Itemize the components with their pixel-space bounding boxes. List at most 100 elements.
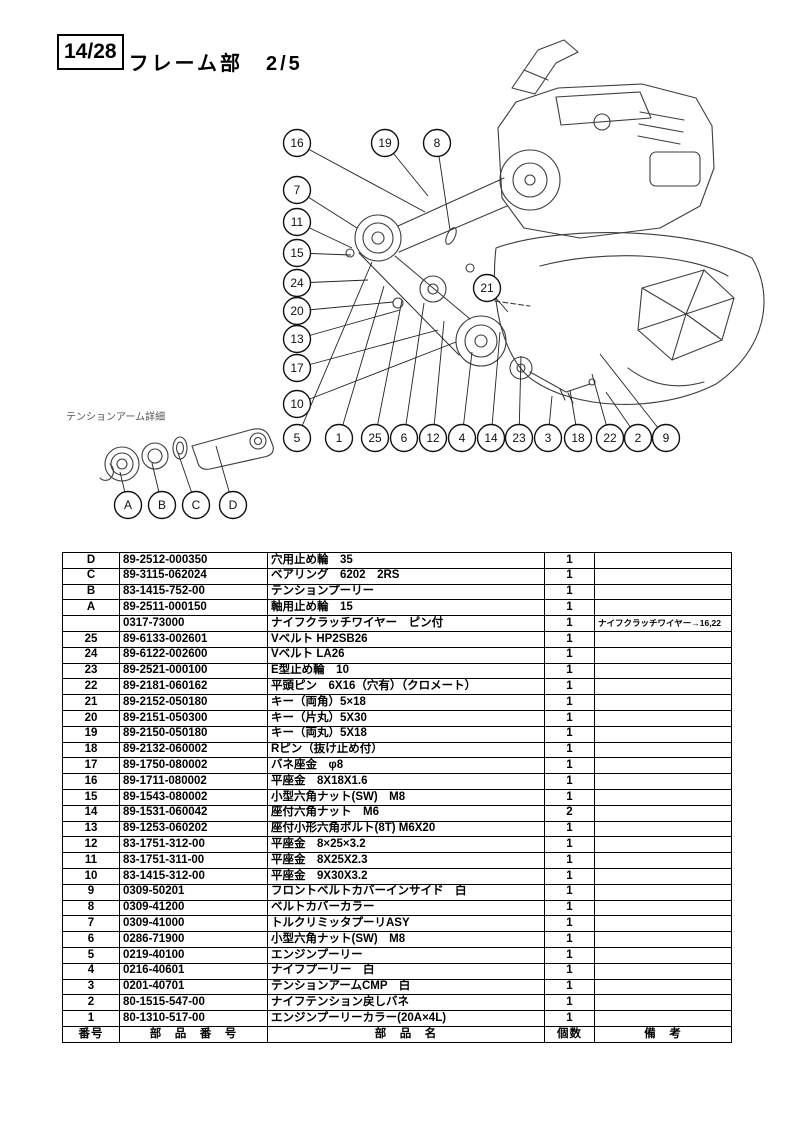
cell-no: 6 bbox=[62, 931, 120, 948]
callout-balloon-8 bbox=[422, 128, 452, 158]
callout-label: 10 bbox=[290, 397, 304, 411]
cell-name: ベルトカバーカラー bbox=[267, 899, 545, 917]
leader-line bbox=[599, 353, 667, 439]
callout-label: 3 bbox=[545, 431, 552, 445]
cell-remarks bbox=[594, 757, 732, 775]
cell-name: ナイフテンション戻しバネ bbox=[267, 994, 545, 1012]
callout-label: C bbox=[192, 498, 201, 512]
cell-remarks bbox=[594, 915, 732, 933]
callout-label: 5 bbox=[294, 431, 301, 445]
cell-qty: 1 bbox=[544, 1010, 595, 1027]
cell-no: 21 bbox=[62, 694, 120, 711]
cell-part_no: 89-2152-050180 bbox=[119, 694, 268, 711]
cell-name: Vベルト LA26 bbox=[267, 646, 545, 664]
callout-balloon-B bbox=[147, 490, 177, 520]
cell-remarks bbox=[594, 962, 732, 980]
callout-label: 21 bbox=[480, 281, 494, 295]
cell-remarks bbox=[594, 931, 732, 948]
cell-remarks bbox=[594, 567, 732, 585]
callout-label: 13 bbox=[290, 332, 304, 346]
cell-remarks bbox=[594, 852, 732, 869]
cell-no: 20 bbox=[62, 709, 120, 727]
page-title: フレーム部 2/5 bbox=[128, 53, 303, 75]
cell-part_no: 0216-40601 bbox=[119, 962, 268, 980]
cell-no: 7 bbox=[62, 915, 120, 933]
cell-remarks bbox=[594, 741, 732, 759]
cell-qty: 1 bbox=[544, 852, 595, 869]
cell-no: 9 bbox=[62, 883, 120, 901]
cell-part_no: 89-1750-080002 bbox=[119, 757, 268, 775]
cell-no: 25 bbox=[62, 630, 120, 648]
cell-no: B bbox=[62, 583, 120, 601]
cell-qty: 1 bbox=[544, 773, 595, 790]
callout-balloon-5 bbox=[282, 423, 312, 453]
cell-qty: 1 bbox=[544, 552, 595, 569]
callout-label: 25 bbox=[368, 431, 382, 445]
cell-qty: 1 bbox=[544, 788, 595, 806]
callout-balloon-1 bbox=[324, 423, 354, 453]
callout-balloon-2 bbox=[623, 423, 653, 453]
cell-no: 22 bbox=[62, 678, 120, 696]
cell-remarks bbox=[594, 946, 732, 964]
cell-name: 座付六角ナット M6 bbox=[267, 804, 545, 822]
cell-remarks bbox=[594, 867, 732, 885]
cell-name: Rピン（抜け止め付） bbox=[267, 741, 545, 759]
column-header: 部 品 番 号 bbox=[119, 1025, 268, 1043]
leader-line bbox=[296, 261, 373, 439]
cell-part_no: 89-2132-060002 bbox=[119, 741, 268, 759]
callout-balloon-10 bbox=[282, 389, 312, 419]
callout-label: 9 bbox=[663, 431, 670, 445]
cell-name: ナイフプーリー 白 bbox=[267, 962, 545, 980]
cell-no: 4 bbox=[62, 962, 120, 980]
callout-label: 6 bbox=[401, 431, 408, 445]
cell-part_no: 89-2521-000100 bbox=[119, 662, 268, 680]
cell-remarks bbox=[594, 804, 732, 822]
callout-label: 1 bbox=[336, 431, 343, 445]
cell-no: 24 bbox=[62, 646, 120, 664]
cell-name: 平頭ピン 6X16（穴有）（クロメート） bbox=[267, 678, 545, 696]
cell-part_no: 0309-41200 bbox=[119, 899, 268, 917]
callout-label: 4 bbox=[459, 431, 466, 445]
callout-label: 7 bbox=[294, 183, 301, 197]
cell-part_no: 89-6133-002601 bbox=[119, 630, 268, 648]
cell-part_no: 89-2150-050180 bbox=[119, 725, 268, 743]
callout-balloon-23 bbox=[504, 423, 534, 453]
callout-balloon-16 bbox=[282, 128, 312, 158]
cell-name: 平座金 8×25×3.2 bbox=[267, 836, 545, 854]
callout-balloon-15 bbox=[282, 238, 312, 268]
column-header: 備 考 bbox=[594, 1025, 732, 1043]
cell-qty: 1 bbox=[544, 567, 595, 585]
page-number-box: 14/28 bbox=[57, 34, 124, 71]
callout-balloon-25 bbox=[360, 423, 390, 453]
cell-remarks bbox=[594, 599, 732, 617]
cell-qty: 1 bbox=[544, 678, 595, 696]
cell-part_no: 83-1751-312-00 bbox=[119, 836, 268, 854]
callout-balloon-19 bbox=[370, 128, 400, 158]
callout-label: 20 bbox=[290, 304, 304, 318]
callout-balloon-18 bbox=[563, 423, 593, 453]
callout-label: 22 bbox=[603, 431, 617, 445]
callout-balloon-11 bbox=[282, 207, 312, 237]
cell-no: 23 bbox=[62, 662, 120, 680]
cell-part_no: 83-1415-312-00 bbox=[119, 867, 268, 885]
column-header-row: 番号部 品 番 号部 品 名個数備 考 bbox=[62, 1025, 732, 1043]
callout-balloon-C bbox=[181, 490, 211, 520]
callout-balloon-6 bbox=[389, 423, 419, 453]
leader-line bbox=[296, 309, 401, 340]
cell-no: 13 bbox=[62, 820, 120, 838]
cell-no: 8 bbox=[62, 899, 120, 917]
cell-part_no: 0201-40701 bbox=[119, 978, 268, 996]
cell-no: 10 bbox=[62, 867, 120, 885]
cell-no: D bbox=[62, 552, 120, 569]
cell-remarks bbox=[594, 899, 732, 917]
